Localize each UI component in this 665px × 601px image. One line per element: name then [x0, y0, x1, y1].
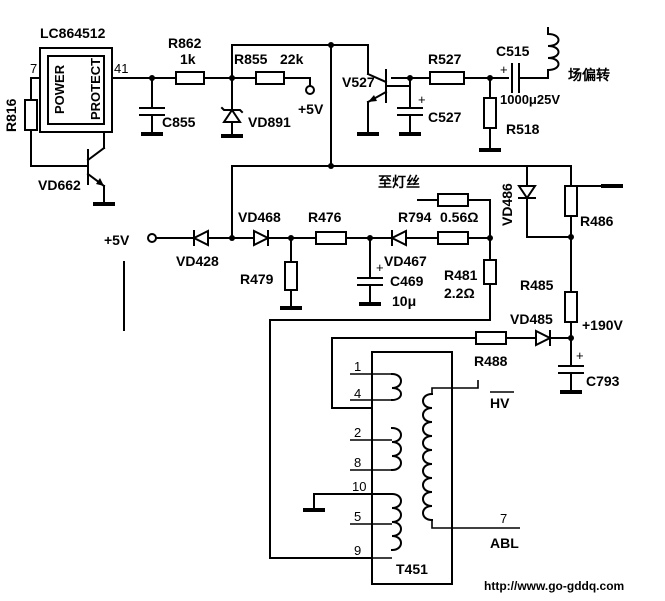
svg-text:+: +	[376, 260, 384, 275]
winding-1-4	[390, 372, 402, 402]
resistor-r816	[24, 99, 38, 131]
c515-label: C515	[496, 43, 530, 59]
ic-block-right-label: PROTECT	[88, 58, 103, 120]
r794-value: 0.56Ω	[440, 209, 478, 225]
vd662-label: VD662	[38, 177, 81, 193]
ic-block-left-label: POWER	[52, 64, 67, 114]
r816-branch: R816	[3, 77, 87, 167]
wire-ic-to-r816	[30, 77, 41, 101]
r485-label: R485	[520, 277, 554, 293]
pin-10-label: 10	[352, 479, 366, 494]
v527-label: V527	[342, 74, 375, 90]
ic-pin-right-label: 41	[114, 61, 128, 76]
c469-value: 10μ	[392, 293, 416, 309]
c515-value: 1000μ25V	[500, 92, 560, 107]
c527-label: C527	[428, 109, 462, 125]
diode-vd467	[389, 229, 407, 247]
resistor-r488	[475, 331, 507, 345]
r488-label: R488	[474, 353, 508, 369]
transformer-core	[371, 351, 453, 585]
r479-label: R479	[240, 271, 274, 287]
resistor-r486	[564, 185, 578, 217]
ic-lc864512: LC864512 POWER PROTECT 7 41	[30, 25, 128, 133]
r862-label: R862	[168, 35, 202, 51]
svg-text:+: +	[576, 348, 584, 363]
r855-vd891-branch: VD891 R855 22k +5V	[220, 44, 332, 138]
r862-value: 1k	[180, 51, 196, 67]
transformer-t451: T451 1 4 2 8 10 5 9 HV 7 ABL	[303, 351, 520, 585]
ic-inner-block	[47, 55, 105, 125]
resistor-r481	[483, 259, 497, 285]
diode-vd468	[253, 229, 271, 247]
watermark-url: http://www.go-gddq.com	[484, 579, 624, 593]
resistor-r518	[483, 97, 497, 129]
middle-rail: VD486 R486 R485 +190V + C793	[231, 163, 624, 394]
r476-label: R476	[308, 209, 342, 225]
winding-hv	[422, 392, 434, 522]
r527-label: R527	[428, 51, 462, 67]
pin-7-label: 7	[500, 511, 507, 526]
pin41-branch: R862 1k C855	[111, 35, 233, 136]
pin-1-label: 1	[354, 359, 361, 374]
ic-name-label: LC864512	[40, 25, 106, 41]
r486-label: R486	[580, 213, 614, 229]
yoke-label: 场偏转	[568, 67, 610, 83]
plus190v-label: +190V	[582, 317, 624, 333]
winding-2-8	[390, 426, 402, 472]
vd485-label: VD485	[510, 311, 553, 327]
wire-r816-to-vd662	[30, 129, 87, 167]
terminal-plus5v-top	[305, 85, 315, 95]
plus5v-top-label: +5V	[298, 101, 324, 117]
filament-label: 至灯丝	[378, 174, 420, 190]
zener-vd891	[222, 108, 242, 123]
resistor-r794	[437, 231, 469, 245]
filament-circuit: +5V VD428 VD468 R479 R476 + C469 10μ VD4…	[104, 174, 497, 559]
diode-vd428	[191, 229, 209, 247]
resistor-r476	[315, 231, 347, 245]
resistor-r855	[255, 71, 285, 85]
r855-label: R855	[234, 51, 268, 67]
diode-vd486	[517, 185, 537, 200]
resistor-r527	[429, 71, 465, 85]
resistor-r479	[284, 261, 298, 291]
r794-label: R794	[398, 209, 432, 225]
svg-text:+: +	[418, 92, 426, 107]
abl-label: ABL	[490, 535, 519, 551]
transistor-vd662: VD662	[38, 131, 115, 206]
resistor-filament	[437, 193, 469, 207]
c469-label: C469	[390, 273, 424, 289]
inductor-yoke	[547, 27, 560, 79]
hv-label: HV	[490, 395, 510, 411]
pin-4-label: 4	[354, 386, 361, 401]
winding-10-5-9	[390, 492, 402, 552]
vd468-label: VD468	[238, 209, 281, 225]
vd428-label: VD428	[176, 253, 219, 269]
pin-2-label: 2	[354, 425, 361, 440]
vd891-label: VD891	[248, 114, 291, 130]
v527-stage: V527 + C527 R527 R518 + C515 1000μ25V 场偏…	[328, 27, 610, 167]
r518-label: R518	[506, 121, 540, 137]
c855-label: C855	[162, 114, 196, 130]
r481-label: R481	[444, 267, 478, 283]
r481-value: 2.2Ω	[444, 285, 475, 301]
r816-label: R816	[3, 98, 19, 132]
pin-9-label: 9	[354, 543, 361, 558]
svg-text:+: +	[500, 62, 508, 77]
ic-pin-left-label: 7	[30, 61, 37, 76]
r855-value: 22k	[280, 51, 304, 67]
terminal-plus5v-left	[147, 233, 157, 243]
r488-vd485-path: R488 VD485	[331, 311, 572, 409]
vd467-label: VD467	[384, 253, 427, 269]
plus5v-left-label: +5V	[104, 232, 130, 248]
t451-label: T451	[396, 561, 428, 577]
diode-vd485	[535, 329, 553, 347]
resistor-r862	[175, 71, 205, 85]
pin-5-label: 5	[354, 509, 361, 524]
pin-8-label: 8	[354, 455, 361, 470]
vd486-label: VD486	[499, 183, 515, 226]
resistor-r485	[564, 291, 578, 323]
c793-label: C793	[586, 373, 620, 389]
